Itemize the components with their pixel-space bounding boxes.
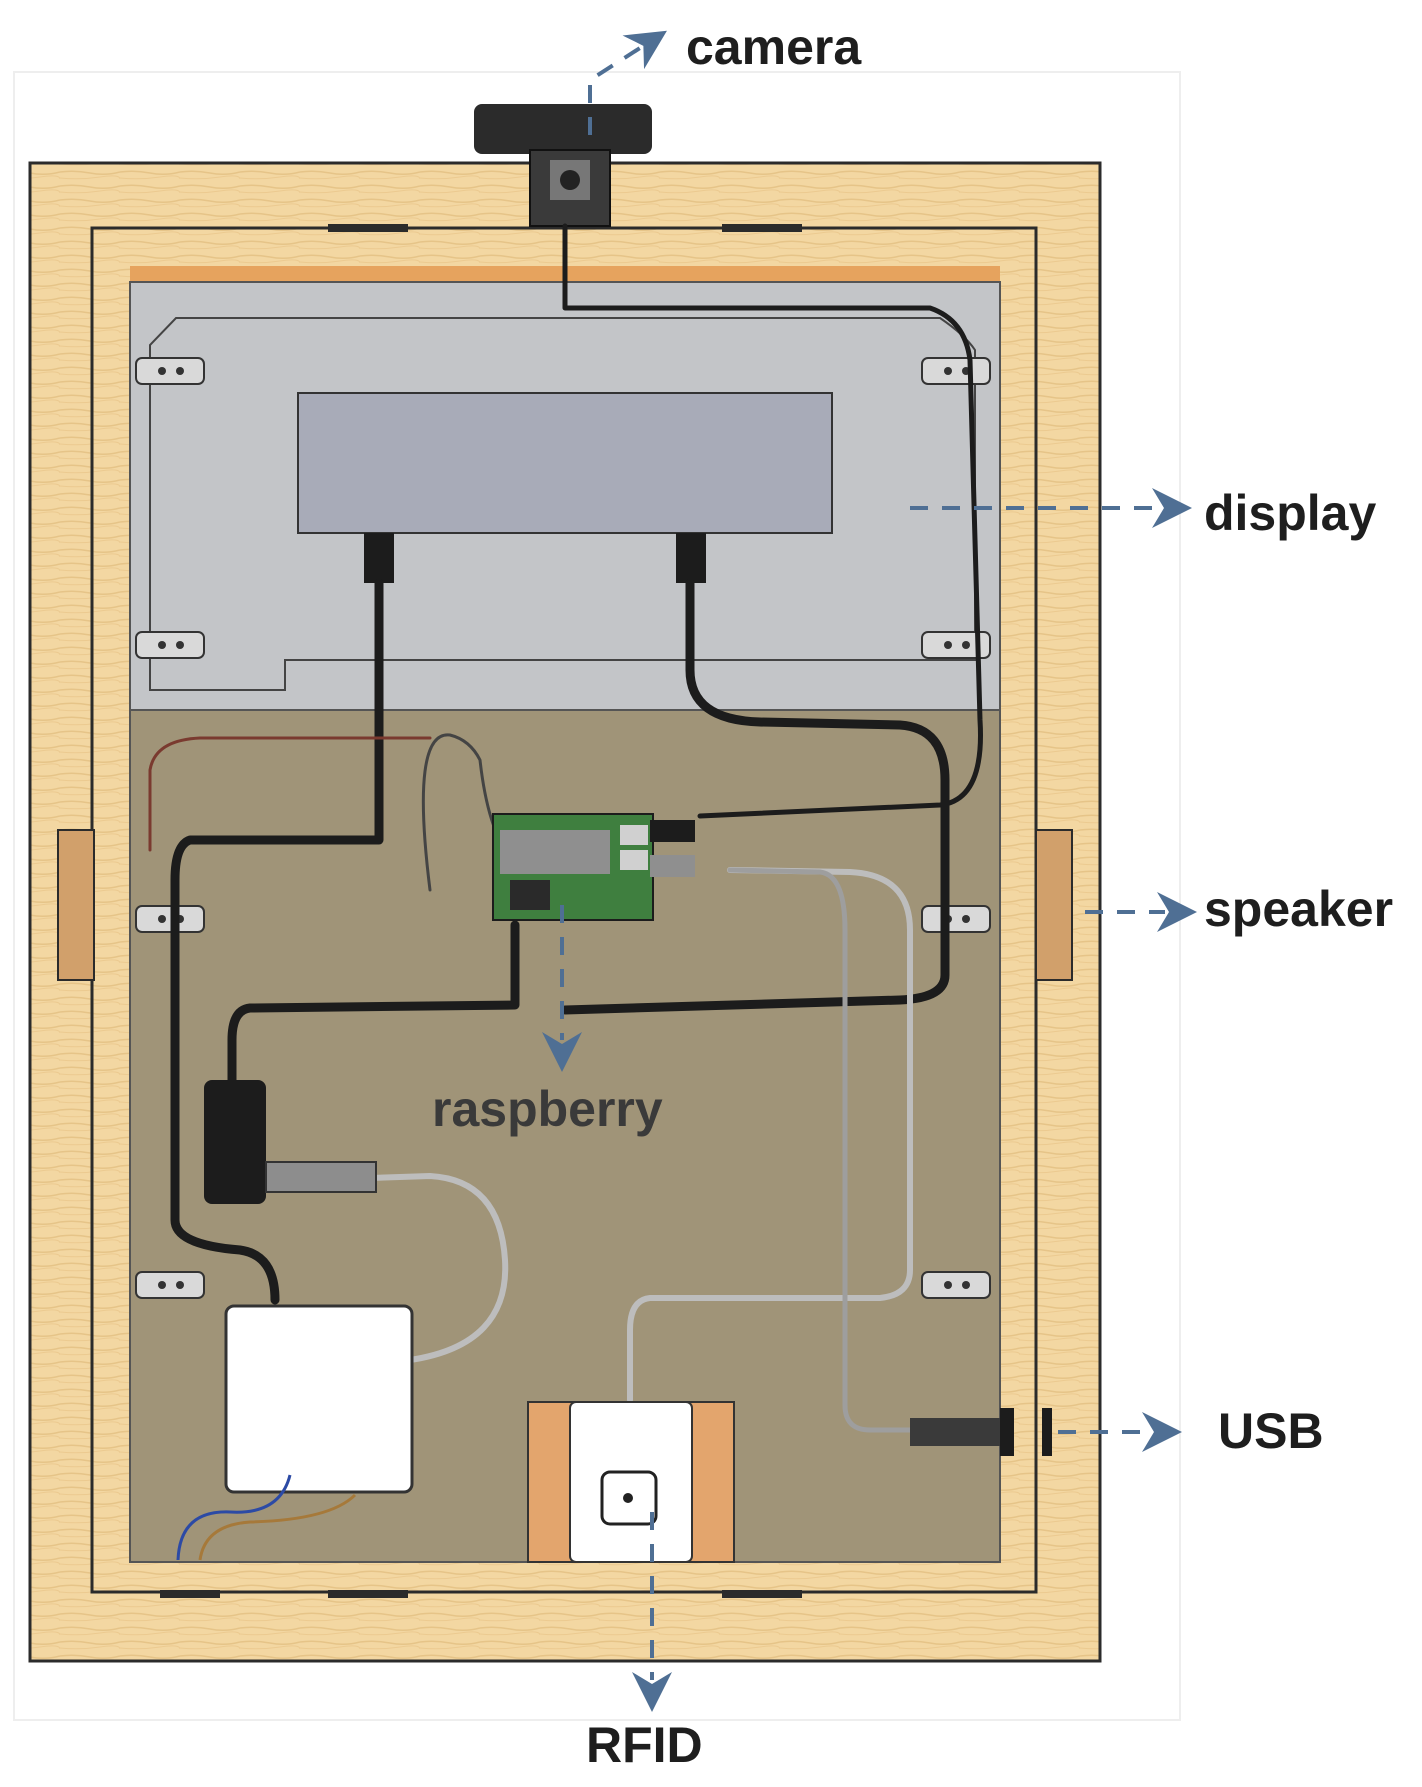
raspberry-label: raspberry: [432, 1081, 663, 1137]
speaker-label: speaker: [1204, 881, 1393, 937]
speaker-left: [57, 829, 95, 981]
camera-label: camera: [686, 19, 862, 75]
usb-label: USB: [1218, 1403, 1324, 1459]
power-module: [224, 1304, 414, 1494]
power-adapter: [204, 1080, 377, 1204]
usb-port: [910, 1408, 1052, 1456]
display-mount: [135, 317, 991, 1299]
display-screen: [297, 392, 833, 534]
raspberry-board: [492, 813, 695, 921]
camera-module: [474, 104, 652, 227]
rfid-reader: [527, 1401, 735, 1563]
callout-arrows: [542, 30, 1197, 1712]
cables: [148, 223, 983, 1433]
speaker-right: [1035, 829, 1073, 981]
rfid-label: RFID: [586, 1717, 703, 1773]
display-label: display: [1204, 485, 1376, 541]
